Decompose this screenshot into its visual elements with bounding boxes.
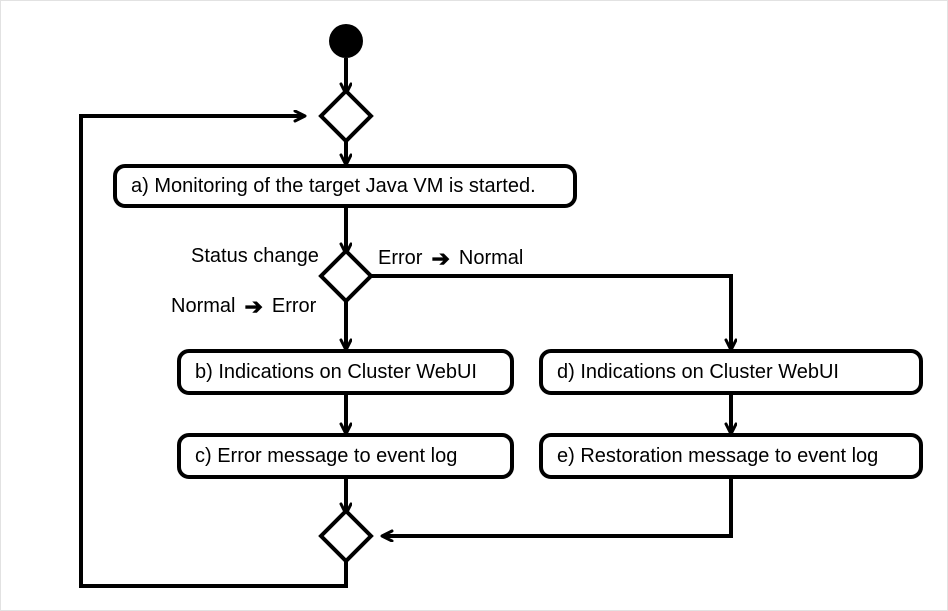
activity-node-b[interactable]: b) Indications on Cluster WebUI <box>177 349 514 395</box>
branch-label-error-to-normal: Error ➔ Normal <box>378 246 524 271</box>
activity-node-a[interactable]: a) Monitoring of the target Java VM is s… <box>113 164 577 208</box>
start-node-circle <box>329 24 363 58</box>
decision-label-status-change: Status change <box>191 246 319 266</box>
activity-node-d[interactable]: d) Indications on Cluster WebUI <box>539 349 923 395</box>
activity-node-c-label: c) Error message to event log <box>195 445 458 467</box>
activity-node-e[interactable]: e) Restoration message to event log <box>539 433 923 479</box>
branch-error-from-text: Error <box>378 247 423 269</box>
branch-normal-from-text: Normal <box>171 295 236 317</box>
activity-node-d-label: d) Indications on Cluster WebUI <box>557 361 839 383</box>
activity-node-a-label: a) Monitoring of the target Java VM is s… <box>131 175 536 197</box>
edge-activity-e-to-merge-bottom <box>383 479 733 536</box>
right-arrow-icon: ➔ <box>244 294 263 319</box>
merge-diamond-top-shape <box>318 88 374 144</box>
edge-decision-to-activity-d <box>371 274 731 349</box>
activity-node-c[interactable]: c) Error message to event log <box>177 433 514 479</box>
activity-node-b-label: b) Indications on Cluster WebUI <box>195 361 477 383</box>
branch-label-normal-to-error: Normal ➔ Error <box>171 294 317 319</box>
merge-diamond-bottom-shape <box>318 508 374 564</box>
branch-error-to-text: Normal <box>458 247 524 269</box>
branch-normal-to-text: Error <box>271 295 317 317</box>
right-arrow-icon: ➔ <box>431 246 450 271</box>
decision-diamond-shape <box>318 248 374 304</box>
decision-label-text: Status change <box>191 245 319 267</box>
edge-loop-back <box>79 116 348 588</box>
activity-node-e-label: e) Restoration message to event log <box>557 445 879 467</box>
